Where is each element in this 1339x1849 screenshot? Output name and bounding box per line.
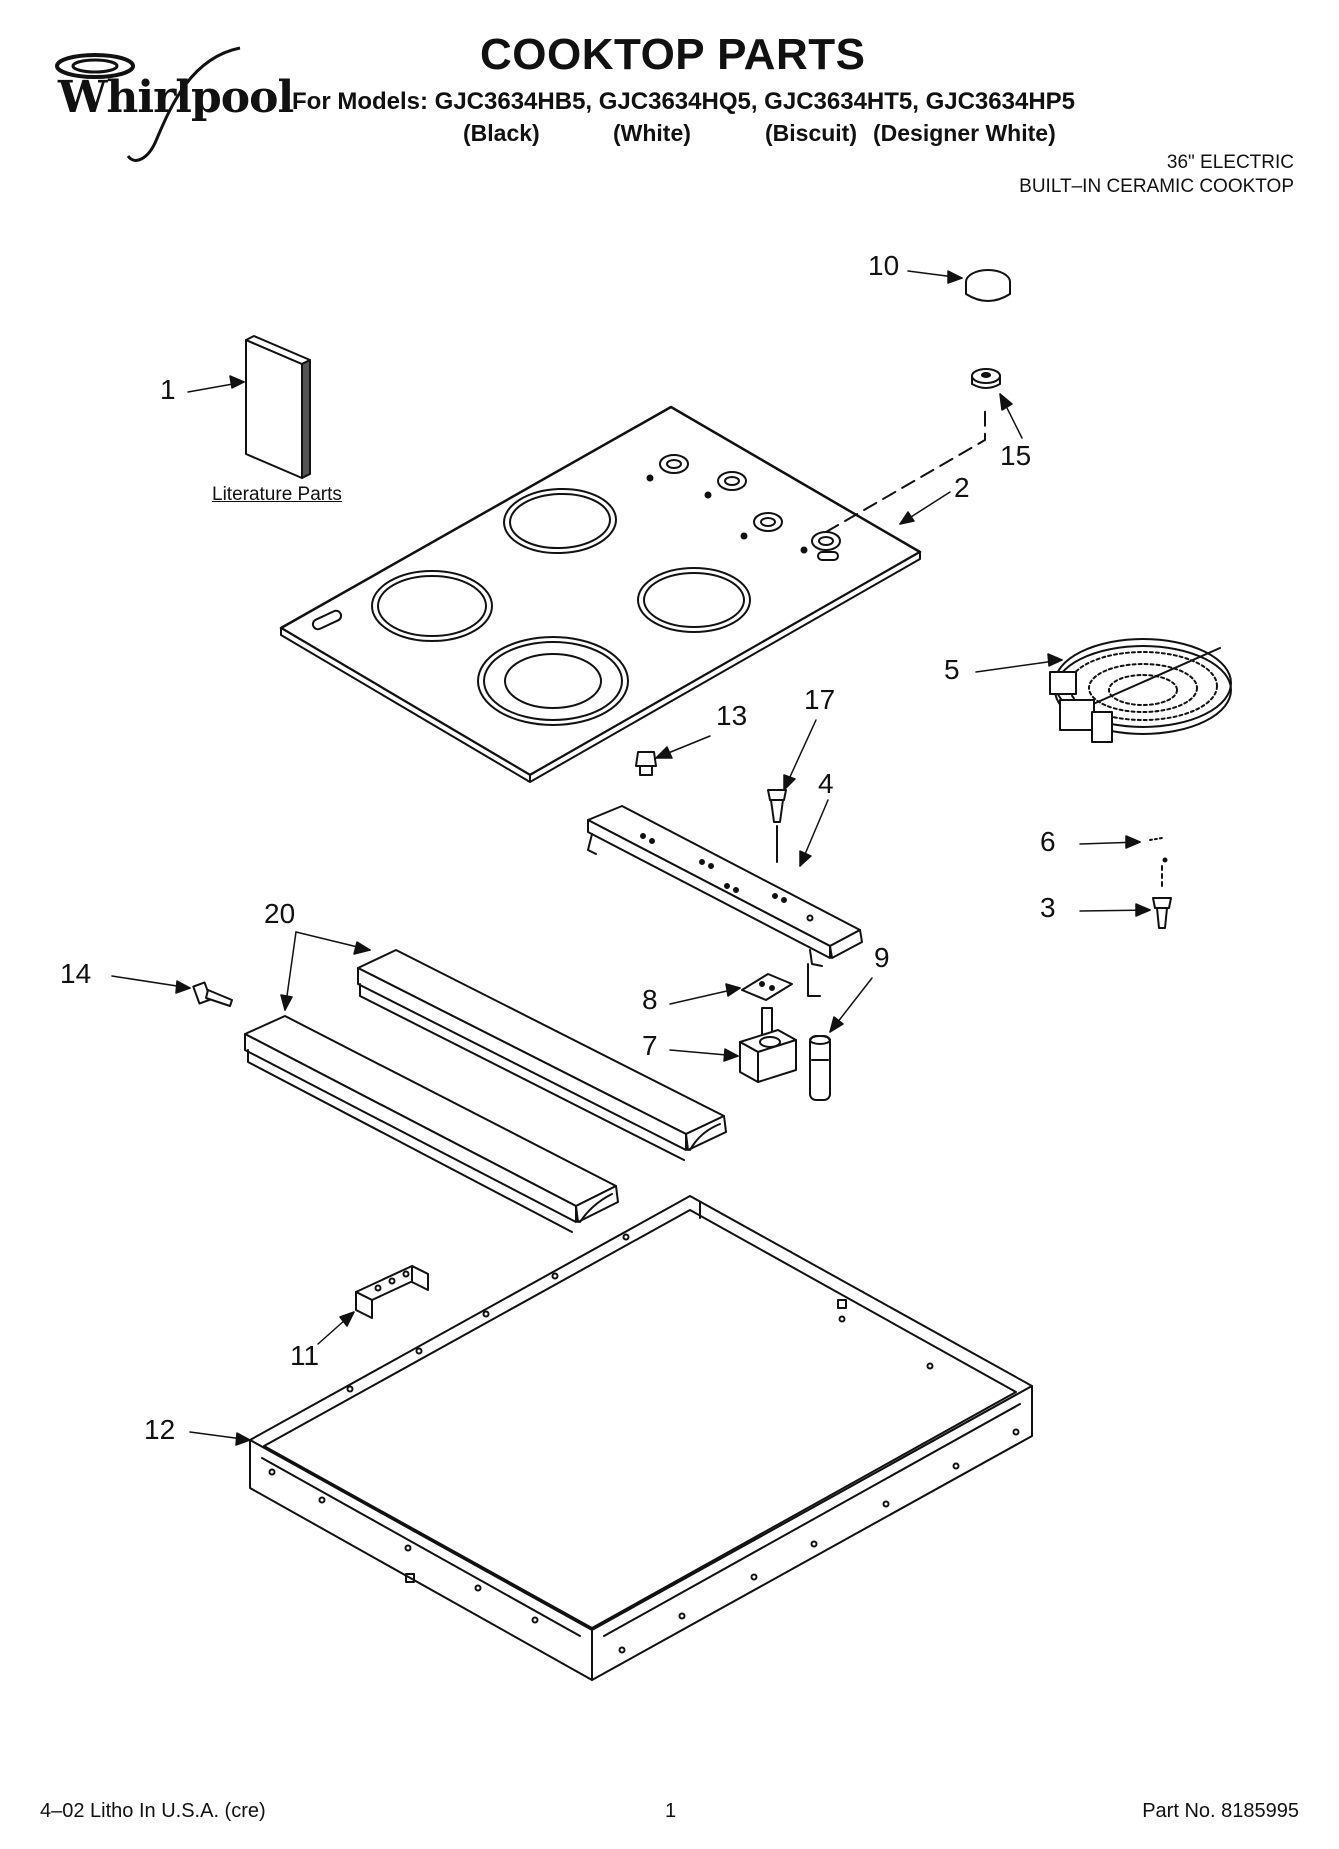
whirlpool-logo: Whirlpool <box>40 38 294 168</box>
color-white: (White) <box>613 120 691 146</box>
callout-5: 5 <box>944 654 960 685</box>
color-designer-white: (Designer White) <box>873 120 1056 146</box>
part-17-screw <box>767 789 787 863</box>
part-12-chassis <box>249 1195 1033 1681</box>
callout-9: 9 <box>874 942 890 973</box>
callout-20: 20 <box>264 898 296 929</box>
callout-7: 7 <box>642 1030 658 1061</box>
footer-page-number: 1 <box>665 1800 677 1822</box>
part-13-fastener <box>635 751 657 776</box>
callout-4: 4 <box>818 768 834 799</box>
part-20-rail-rear <box>357 949 727 1161</box>
callout-17: 17 <box>804 684 836 715</box>
model-list: For Models: GJC3634HB5, GJC3634HQ5, GJC3… <box>292 88 1076 115</box>
part-20-rail-front <box>244 1015 619 1233</box>
callout-15: 15 <box>1000 440 1032 471</box>
callout-14: 14 <box>60 958 92 989</box>
part-11-bracket <box>355 1265 429 1319</box>
subtitle-line-2: BUILT–IN CERAMIC COOKTOP <box>1019 176 1294 197</box>
part-6-clip <box>1149 837 1168 891</box>
part-ceramic-cooktop <box>279 405 986 783</box>
part-radiant-element <box>1049 638 1232 743</box>
callout-13: 13 <box>716 700 748 731</box>
page-title: COOKTOP PARTS <box>480 30 866 79</box>
part-4-bracket <box>587 805 863 997</box>
part-9-sleeve <box>809 1035 831 1101</box>
part-literature-booklet <box>245 335 311 479</box>
color-biscuit: (Biscuit) <box>765 120 857 146</box>
callout-8: 8 <box>642 984 658 1015</box>
literature-parts-label: Literature Parts <box>212 484 342 505</box>
footer-litho: 4–02 Litho In U.S.A. (cre) <box>40 1800 266 1822</box>
part-3-screw <box>1152 897 1172 929</box>
brand-wordmark: Whirlpool <box>58 72 294 123</box>
callout-3: 3 <box>1040 892 1056 923</box>
part-control-knob <box>965 269 1011 302</box>
callout-10: 10 <box>868 250 900 281</box>
part-14-screw <box>192 981 233 1007</box>
callout-12: 12 <box>144 1414 176 1445</box>
callout-1: 1 <box>160 374 176 405</box>
callout-11: 11 <box>290 1340 320 1371</box>
color-black: (Black) <box>463 120 540 146</box>
part-knob-insert <box>971 368 1001 389</box>
footer-part-number: Part No. 8185995 <box>1142 1800 1299 1822</box>
subtitle-line-1: 36" ELECTRIC <box>1166 152 1294 173</box>
callout-6: 6 <box>1040 826 1056 857</box>
callout-leaders <box>111 270 1151 1446</box>
callout-2: 2 <box>954 472 970 503</box>
part-7-switch <box>739 1007 797 1083</box>
part-8-plate <box>741 973 793 1001</box>
